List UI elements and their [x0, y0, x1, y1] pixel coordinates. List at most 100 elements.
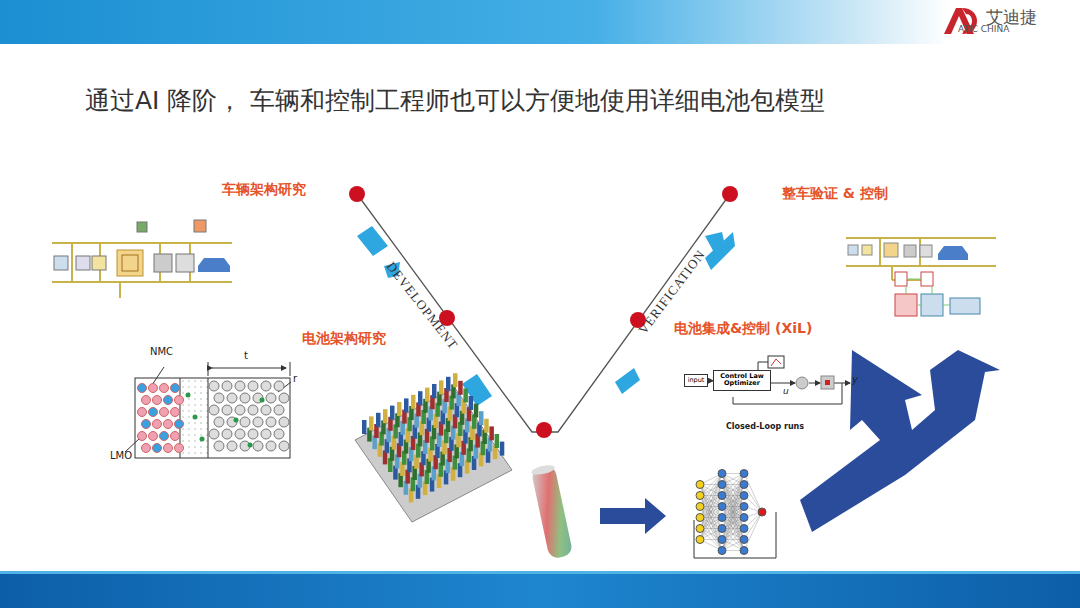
particle: [740, 514, 748, 522]
dimension-label: r: [293, 373, 297, 384]
particle: [138, 408, 147, 417]
cell: [469, 396, 474, 410]
particle: [279, 441, 289, 451]
particle: [261, 381, 271, 391]
particle: [160, 432, 169, 441]
particle: [261, 429, 271, 439]
particle: [138, 432, 147, 441]
particle: [266, 441, 276, 451]
particle: [261, 405, 271, 415]
optimizer-block: Control Law Optimizer: [713, 370, 771, 391]
particle: [235, 381, 245, 391]
particle: [222, 405, 232, 415]
stage-label: 整车验证 & 控制: [782, 185, 888, 203]
particle: [253, 441, 263, 451]
particle: [240, 417, 250, 427]
material-label: LMO: [110, 450, 132, 461]
synapse: [722, 474, 744, 507]
particle: [164, 396, 173, 405]
cell: [425, 388, 430, 402]
synapse: [700, 507, 722, 540]
synapse: [722, 518, 744, 551]
cell: [484, 419, 489, 433]
cell: [397, 402, 402, 416]
cell: [453, 373, 458, 387]
particle: [193, 415, 198, 420]
particle: [274, 429, 284, 439]
stage-label: 电池集成&控制 (XiL): [674, 320, 812, 338]
cell: [446, 377, 451, 391]
particle: [209, 405, 219, 415]
particle: [142, 396, 151, 405]
particle: [149, 384, 158, 393]
cell: [495, 434, 500, 448]
particle: [274, 381, 284, 391]
particle: [149, 432, 158, 441]
particle: [248, 429, 258, 439]
particle: [718, 492, 726, 500]
particle: [175, 444, 184, 453]
block-text: input: [686, 377, 706, 384]
particle: [248, 381, 258, 391]
particle: [758, 508, 766, 516]
cell: [390, 406, 395, 420]
particle: [718, 470, 726, 478]
footer-bar: [0, 571, 1080, 608]
particle: [142, 420, 151, 429]
v-arrow-label: DEVELOPMENT: [383, 259, 462, 353]
particle: [227, 393, 237, 403]
particle: [740, 503, 748, 511]
particle: [696, 503, 704, 511]
particle: [186, 393, 191, 398]
synapse: [700, 474, 722, 507]
dimension-label: t: [244, 350, 248, 361]
particle: [153, 396, 162, 405]
cell: [458, 381, 463, 395]
particle: [248, 405, 258, 415]
particle: [718, 503, 726, 511]
header-bar: [0, 0, 1080, 44]
particle: [274, 405, 284, 415]
particle: [279, 393, 289, 403]
particle: [718, 536, 726, 544]
particle: [279, 417, 289, 427]
cell: [369, 416, 374, 430]
cell: [383, 409, 388, 423]
particle: [153, 444, 162, 453]
particle: [200, 437, 205, 442]
cell: [432, 384, 437, 398]
particle: [175, 396, 184, 405]
particle: [740, 470, 748, 478]
particle: [171, 432, 180, 441]
particle: [718, 481, 726, 489]
particle: [222, 381, 232, 391]
particle: [696, 525, 704, 533]
particle: [142, 444, 151, 453]
particle: [164, 444, 173, 453]
particle: [696, 481, 704, 489]
cell: [463, 388, 468, 402]
cell: [500, 442, 505, 456]
particle: [171, 384, 180, 393]
particle: [214, 417, 224, 427]
particle: [740, 492, 748, 500]
particle: [740, 525, 748, 533]
particle: [240, 393, 250, 403]
synapse: [722, 518, 744, 551]
particle: [266, 417, 276, 427]
particle: [234, 418, 239, 423]
particle: [138, 384, 147, 393]
particle: [266, 393, 276, 403]
particle: [160, 408, 169, 417]
particle: [153, 420, 162, 429]
particle: [235, 405, 245, 415]
particle: [149, 408, 158, 417]
cell: [411, 395, 416, 409]
particle: [248, 443, 253, 448]
stage-label: 车辆架构研究: [222, 181, 306, 199]
material-label: NMC: [150, 346, 173, 357]
particle: [171, 408, 180, 417]
logo-subtext: ATIC CHINA: [958, 24, 1009, 34]
cell: [376, 413, 381, 427]
particle: [718, 525, 726, 533]
